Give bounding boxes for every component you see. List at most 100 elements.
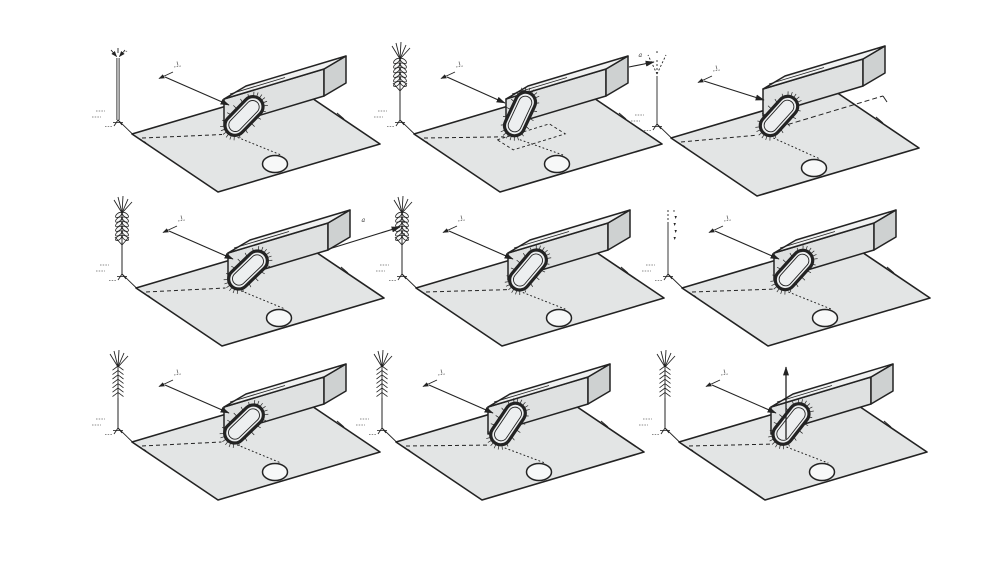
tiny-annotation-mark	[440, 369, 443, 374]
tiny-annotation-mark	[173, 373, 182, 376]
bacterium-hair	[768, 435, 773, 438]
projection-tick	[882, 95, 888, 103]
wheat-chevron	[112, 374, 119, 380]
bacterium-hair	[259, 94, 263, 98]
bacterium-hair	[516, 430, 521, 433]
bacterium-hair	[219, 125, 224, 127]
bacterium-hair	[796, 96, 800, 100]
bacterium-hair	[531, 89, 535, 94]
plant-icon-seedling-dashed	[631, 51, 688, 149]
bacterium-inner-wall	[228, 100, 260, 132]
far-edge-tick	[618, 112, 627, 120]
falling-grain-mark	[674, 230, 677, 233]
leader-tail-mark	[705, 379, 721, 387]
bacterium-hair	[535, 95, 540, 99]
bacterium-hair	[515, 290, 517, 295]
wheat-awn	[399, 44, 407, 60]
wheat-chevron	[664, 383, 671, 389]
bacterium-hair	[251, 431, 255, 436]
centerline-dash	[141, 134, 223, 139]
bacterium-outer-wall	[773, 248, 815, 292]
tiny-annotation-mark	[712, 69, 721, 72]
bacterium-inner-wall	[228, 408, 260, 440]
centerline-dots	[237, 137, 282, 156]
wheat-awn	[117, 352, 125, 368]
wheat-chevron	[381, 374, 388, 380]
wheat-awn	[377, 350, 383, 368]
tiny-annotation-mark	[173, 65, 182, 68]
bacterium-outer-wall	[502, 90, 538, 138]
bacterium-hair	[544, 249, 548, 253]
leader-arrow	[714, 230, 780, 260]
plant-lead-line	[656, 123, 673, 139]
wheat-awn	[393, 199, 403, 214]
bacterium-hair	[787, 91, 789, 96]
bacterium-hair	[755, 126, 760, 128]
wheat-awn	[391, 45, 401, 60]
bacterium-hair	[809, 410, 814, 413]
bacterium-hair	[486, 437, 490, 439]
wheat-chevron	[659, 387, 666, 393]
bacterium-hair	[513, 398, 515, 403]
bacterium-hair	[786, 123, 791, 127]
wheat-chevron	[381, 392, 388, 397]
bacterium-hair	[761, 134, 765, 139]
bacterium-hair	[780, 290, 783, 295]
tiny-annotation-mark	[723, 369, 726, 374]
bacterium-hair	[539, 245, 541, 250]
bacterium-hair	[535, 245, 537, 249]
plant-lead-line	[121, 273, 138, 289]
wheat-leaf	[394, 236, 403, 246]
plant-root-mark	[113, 119, 119, 127]
bacterium-hair	[528, 87, 531, 92]
wheat-awn	[664, 352, 672, 368]
leader-arrow	[711, 384, 777, 414]
bacterium-hair	[516, 398, 519, 403]
bacterium-outer-wall	[508, 248, 548, 292]
wheat-leaf	[392, 82, 401, 92]
centerline-dash	[141, 441, 222, 447]
bacterium-hair	[771, 283, 776, 286]
bacterium-hair	[546, 253, 551, 256]
wheat-grain	[393, 62, 401, 69]
bacterium-hair	[773, 286, 777, 290]
far-edge-tick	[883, 420, 892, 428]
tiny-annotation-mark	[720, 373, 729, 376]
stalk-top-arrow	[110, 49, 117, 58]
plant-lead-dash	[681, 443, 696, 453]
bacterium-hair	[251, 123, 255, 127]
bacterium-hair	[256, 92, 259, 97]
bacterium-hair	[504, 281, 509, 283]
wheat-chevron	[381, 383, 388, 389]
wheat-chevron	[117, 387, 124, 393]
far-edge-tick	[620, 266, 629, 274]
bacterium-hair	[261, 97, 266, 101]
centerline-dots	[240, 290, 286, 310]
bacterium-hair	[226, 285, 230, 289]
tiny-annotation-mark	[726, 215, 729, 220]
bacterium-hair	[769, 439, 774, 442]
bacterium-hair	[224, 282, 229, 285]
wheat-chevron	[112, 365, 119, 371]
bacterium-hair	[517, 136, 519, 141]
bacterium-hair	[229, 135, 232, 140]
bacterium-hair	[220, 436, 225, 439]
bacterium	[223, 246, 273, 294]
wheat-chevron	[376, 383, 383, 389]
bacterium-hair	[268, 259, 273, 261]
tiny-annotation-mark	[455, 65, 464, 68]
wheat-grain	[115, 225, 123, 232]
plant-icon-bare-stalk-with-arrows	[92, 48, 149, 145]
wheat-chevron	[376, 387, 383, 393]
bacterium-outer-wall	[771, 402, 811, 446]
bacterium-hair	[812, 254, 817, 257]
bacterium-hair	[801, 399, 803, 403]
plant-lead-dash	[138, 289, 153, 299]
bacterium-hair	[255, 277, 259, 282]
plant-root-mark	[377, 427, 383, 435]
bacterium-hair	[267, 255, 272, 258]
centerline-dash	[145, 287, 226, 293]
wheat-awn	[117, 349, 120, 368]
